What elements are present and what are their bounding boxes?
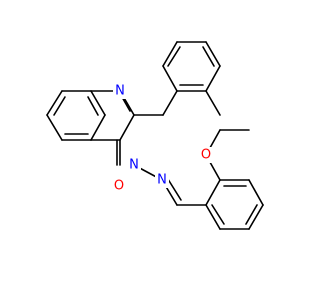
benzo-ring [46,90,106,141]
atom-label-imine-n: N [157,173,167,188]
atom-carbonyl-o: O [112,178,126,194]
molecule-diagram: N N N O O [46,41,264,230]
atom-n3: N [127,157,141,173]
structure-canvas: N N N O O [46,41,264,230]
tolyl-ring [133,41,221,116]
atom-label-n1: N [115,84,125,99]
atom-imine-n: N [155,172,169,188]
imine-linker [133,164,207,206]
atom-methoxy-o: O [199,147,213,163]
atom-label-n3: N [129,158,139,173]
atom-label-carbonyl-o: O [114,179,124,194]
atom-n1: N [113,83,127,99]
atom-label-methoxy-o: O [201,148,211,163]
methoxyphenyl-ring [205,129,264,230]
